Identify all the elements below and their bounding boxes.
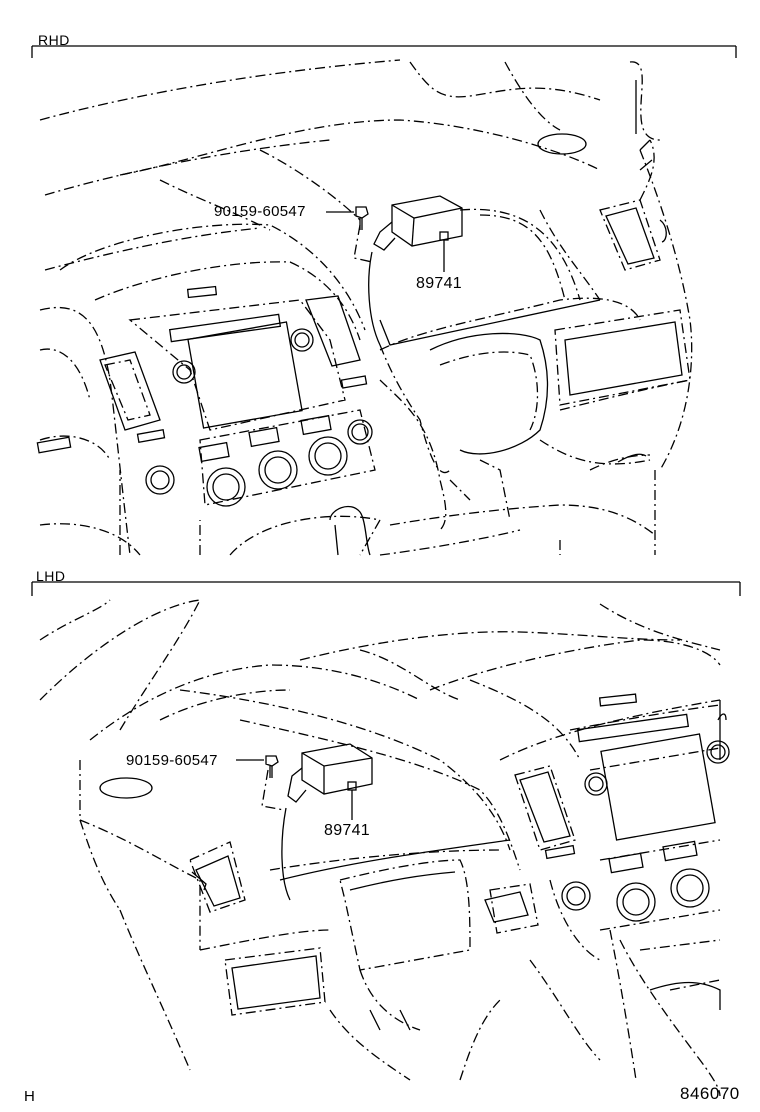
rhd-screw-part-number: 90159-60547 (214, 203, 306, 220)
rhd-frame (31, 45, 737, 58)
lhd-screw-90159-60547 (236, 755, 279, 778)
rhd-module-part-number: 89741 (416, 275, 462, 292)
rhd-screw-90159-60547 (326, 206, 369, 230)
figure-number: 846070 (680, 1084, 740, 1103)
corner-mark: H (24, 1088, 36, 1105)
rhd-module-89741 (353, 195, 463, 346)
lhd-dashboard-outline (39, 599, 730, 1097)
lhd-module-part-number: 89741 (324, 822, 370, 839)
lhd-section-label: LHD (36, 568, 66, 584)
lhd-frame (31, 581, 741, 596)
lhd-module-89741 (261, 743, 373, 901)
rhd-section-label: RHD (38, 32, 70, 48)
lhd-screw-part-number: 90159-60547 (126, 752, 218, 769)
rhd-dashboard-outline (36, 59, 693, 556)
